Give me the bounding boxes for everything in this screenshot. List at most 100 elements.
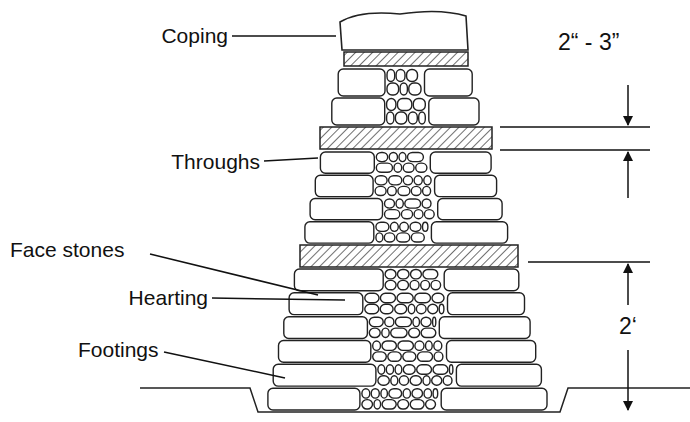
stone	[448, 293, 525, 315]
stone	[439, 304, 444, 313]
stone	[376, 233, 383, 242]
stone	[434, 341, 442, 350]
stone	[408, 304, 415, 313]
stone	[416, 163, 427, 172]
stone	[398, 270, 410, 279]
stone	[289, 293, 363, 315]
stone	[385, 317, 394, 326]
stone	[376, 153, 387, 162]
stone	[387, 112, 394, 124]
stone	[382, 341, 396, 350]
stone	[447, 341, 536, 363]
stone	[399, 153, 406, 162]
stone	[412, 389, 423, 398]
stone	[421, 328, 436, 337]
through-stone	[320, 127, 492, 149]
stone	[441, 388, 547, 410]
stone	[382, 328, 389, 337]
stone	[387, 99, 396, 111]
stone	[423, 186, 431, 195]
part-label: Hearting	[129, 286, 208, 309]
stone	[381, 389, 388, 398]
stone	[411, 233, 424, 242]
stone	[279, 341, 371, 363]
stone	[407, 70, 418, 82]
stone	[398, 186, 410, 195]
stone	[403, 176, 412, 185]
stone	[387, 83, 399, 95]
stone	[320, 152, 374, 173]
stone	[382, 400, 396, 409]
stone	[391, 328, 407, 337]
stone	[398, 341, 414, 350]
stone	[429, 98, 479, 125]
stones	[268, 69, 547, 410]
stone	[376, 222, 389, 231]
stone	[390, 222, 398, 231]
stone	[373, 341, 381, 350]
stone	[409, 328, 420, 337]
stone	[433, 365, 448, 374]
stone	[424, 176, 431, 185]
stone	[409, 83, 421, 95]
stone	[396, 70, 405, 82]
stone	[425, 69, 473, 96]
dimension-label: 2“ - 3”	[556, 30, 621, 55]
stone	[439, 317, 530, 339]
stone	[315, 175, 373, 196]
stone	[398, 99, 412, 111]
stone	[410, 280, 419, 289]
stone	[394, 163, 402, 172]
stone	[417, 352, 432, 361]
stone	[284, 317, 368, 339]
stone	[398, 400, 409, 409]
stone	[380, 293, 395, 302]
stone	[426, 341, 433, 350]
stone	[417, 365, 432, 374]
stone	[376, 163, 392, 172]
stone	[397, 233, 410, 242]
stone	[310, 199, 382, 220]
stone	[408, 153, 424, 162]
stone	[380, 304, 393, 313]
stone	[395, 365, 402, 374]
part-label: Coping	[161, 24, 228, 47]
stone	[413, 317, 420, 326]
stone	[403, 365, 415, 374]
stone	[395, 112, 407, 124]
stone	[414, 176, 422, 185]
stone	[411, 186, 421, 195]
stone	[415, 341, 424, 350]
stone	[414, 210, 423, 219]
stone	[456, 364, 541, 386]
stone	[389, 176, 402, 185]
stone	[386, 365, 393, 374]
stone	[419, 112, 426, 124]
stone	[385, 210, 400, 219]
stone	[432, 376, 442, 385]
stone	[375, 176, 387, 185]
stone	[408, 112, 417, 124]
stone	[423, 270, 438, 279]
stone	[410, 376, 421, 385]
stone	[415, 293, 431, 302]
stone	[378, 376, 389, 385]
leader-lines	[150, 36, 345, 378]
stone	[449, 365, 453, 374]
stone	[413, 99, 425, 111]
stone	[423, 376, 430, 385]
stone	[389, 153, 397, 162]
coping-stone	[340, 11, 468, 50]
stone	[362, 389, 370, 398]
stone	[384, 233, 395, 242]
stone	[396, 199, 403, 208]
dimension-label: 2‘	[617, 314, 639, 339]
part-label: Throughs	[171, 150, 260, 173]
stone	[332, 98, 385, 125]
stone	[385, 280, 396, 289]
stone	[369, 317, 383, 326]
dimension-lines	[500, 85, 650, 410]
stone	[362, 400, 373, 409]
stone	[430, 152, 491, 173]
